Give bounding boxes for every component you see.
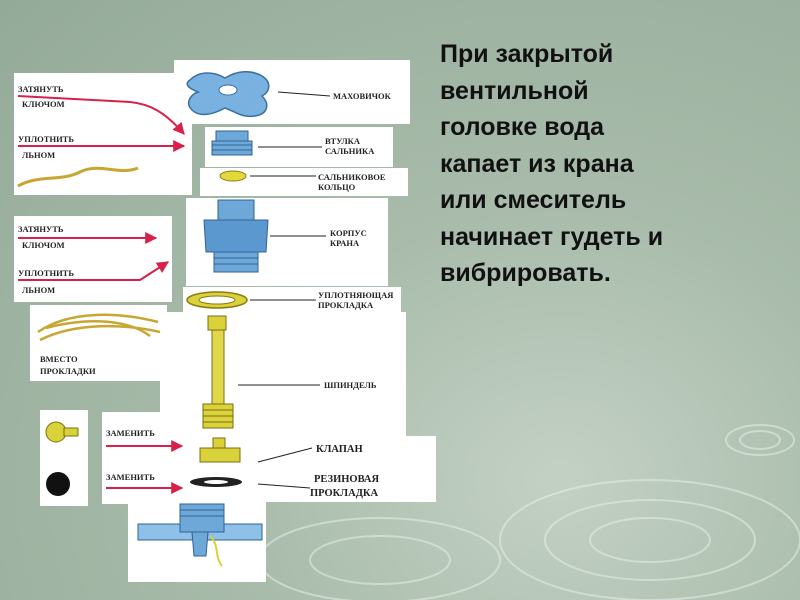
label-bushing-1: ВТУЛКА <box>325 136 361 146</box>
label-rubber-1: РЕЗИНОВАЯ <box>314 474 380 485</box>
note-seal-1: УПЛОТНИТЬ <box>18 134 74 144</box>
label-body-2: КРАНА <box>330 238 360 248</box>
note-replace-1: ЗАМЕНИТЬ <box>106 428 155 438</box>
spindle-panel <box>160 312 406 438</box>
note-flax-1: ЛЬНОМ <box>22 150 55 160</box>
label-spindle: ШПИНДЕЛЬ <box>324 380 377 390</box>
caption-line: вентильной <box>440 76 589 105</box>
valve-panel <box>186 436 436 502</box>
caption-line: или смеситель <box>440 186 627 214</box>
valve-icon <box>199 437 241 463</box>
label-sealing-1: УПЛОТНЯЮЩАЯ <box>318 290 393 300</box>
caption-text: При закрытой вентильной головке вода кап… <box>440 36 770 292</box>
label-valve: КЛАПАН <box>316 444 363 455</box>
handwheel-icon <box>186 71 270 118</box>
valve-stem-icon <box>45 421 79 443</box>
flax-coil-icon <box>37 313 161 342</box>
label-gland-ring-2: КОЛЬЦО <box>318 182 356 192</box>
pipe-fitting-icon <box>137 503 263 567</box>
label-handwheel: МАХОВИЧОК <box>333 91 392 101</box>
label-rubber-2: ПРОКЛАДКА <box>310 488 379 499</box>
label-bushing-2: САЛЬНИКА <box>325 146 375 156</box>
caption-line: головке вода <box>440 113 605 141</box>
label-sealing-2: ПРОКЛАДКА <box>318 300 374 310</box>
label-body-1: КОРПУС <box>330 228 367 238</box>
gland-ring-icon <box>219 170 247 182</box>
caption-line: капает из крана <box>440 149 634 178</box>
caption-line: При закрытой <box>440 40 614 68</box>
gland-bushing-icon <box>211 130 253 156</box>
note-panel-middle <box>14 216 172 302</box>
valve-body-icon <box>203 199 269 273</box>
note-key-1: КЛЮЧОМ <box>22 99 65 109</box>
note-tighten-1: ЗАТЯНУТЬ <box>18 84 64 94</box>
label-gland-ring-1: САЛЬНИКОВОЕ <box>318 172 386 182</box>
note-panel-top <box>14 73 192 195</box>
rubber-disc-icon <box>46 472 70 496</box>
note-instead-1: ВМЕСТО <box>40 354 78 364</box>
note-seal-2: УПЛОТНИТЬ <box>18 268 74 278</box>
note-instead-2: ПРОКЛАДКИ <box>40 366 96 376</box>
note-key-2: КЛЮЧОМ <box>22 240 65 250</box>
flax-strand-icon <box>17 166 139 188</box>
note-replace-2: ЗАМЕНИТЬ <box>106 472 155 482</box>
caption-line: вибрировать. <box>440 259 611 287</box>
note-flax-2: ЛЬНОМ <box>22 285 55 295</box>
note-tighten-2: ЗАТЯНУТЬ <box>18 224 64 234</box>
caption-line: начинает гудеть и <box>440 222 664 251</box>
spindle-icon <box>202 315 234 429</box>
